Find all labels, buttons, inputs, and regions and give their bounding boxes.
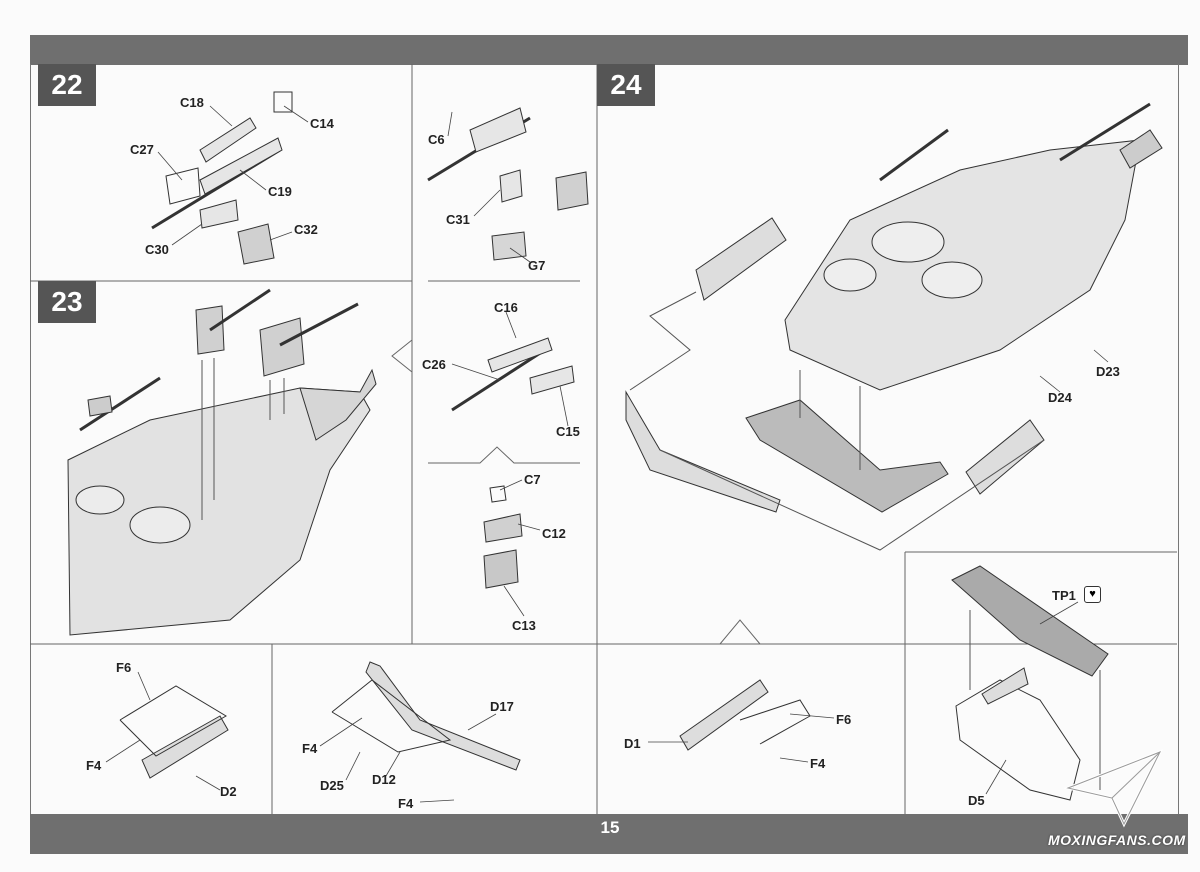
glue-icon: ♥ (1084, 586, 1101, 603)
part-label-d17: D17 (490, 699, 514, 714)
part-label-d5: D5 (968, 793, 985, 808)
part-label-c16: C16 (494, 300, 518, 315)
part-label-tp1: TP1 (1052, 588, 1076, 603)
divider (428, 446, 580, 464)
part-label-c31: C31 (446, 212, 470, 227)
part-label-d1: D1 (624, 736, 641, 751)
part-label-c19: C19 (268, 184, 292, 199)
leader-lines (105, 105, 1109, 803)
step24-vehicle (625, 102, 1163, 551)
part-label-c27: C27 (130, 142, 154, 157)
divider-notch (391, 339, 413, 373)
part-label-f4: F4 (810, 756, 826, 771)
part-label-d12: D12 (372, 772, 396, 787)
step-badge-24: 24 (597, 64, 655, 106)
part-label-c32: C32 (294, 222, 318, 237)
part-label-c6: C6 (428, 132, 445, 147)
part-label-c26: C26 (422, 357, 446, 372)
divider-notch (719, 619, 761, 645)
part-label-f4: F4 (302, 741, 318, 756)
part-label-d23: D23 (1096, 364, 1120, 379)
middle-column-drawings (427, 107, 589, 589)
part-label-c7: C7 (524, 472, 541, 487)
part-label-f4: F4 (398, 796, 414, 811)
step23-tank (67, 288, 377, 636)
part-label-c13: C13 (512, 618, 536, 633)
detail-inset-drawing (951, 565, 1109, 801)
part-label-c14: C14 (310, 116, 334, 131)
part-label-d2: D2 (220, 784, 237, 799)
part-label-f6: F6 (116, 660, 132, 675)
part-label-d25: D25 (320, 778, 344, 793)
step-badge-22: 22 (38, 64, 96, 106)
part-label-c12: C12 (542, 526, 566, 541)
page-number: 15 (600, 818, 620, 837)
page-frame (30, 64, 1179, 814)
part-label-f6: F6 (836, 712, 852, 727)
part-label-g7: G7 (528, 258, 546, 273)
watermark-logo-icon (1064, 749, 1164, 828)
step-badge-23: 23 (38, 281, 96, 323)
bottom-band (30, 814, 1188, 854)
part-label-c15: C15 (556, 424, 580, 439)
part-label-c18: C18 (180, 95, 204, 110)
step22-drawing (151, 91, 293, 265)
watermark: MOXINGFANS.COM (1048, 832, 1186, 848)
bottom-strip-drawings (119, 661, 811, 779)
part-label-f4: F4 (86, 758, 102, 773)
part-label-d24: D24 (1048, 390, 1072, 405)
top-band (30, 35, 1188, 65)
part-label-c30: C30 (145, 242, 169, 257)
